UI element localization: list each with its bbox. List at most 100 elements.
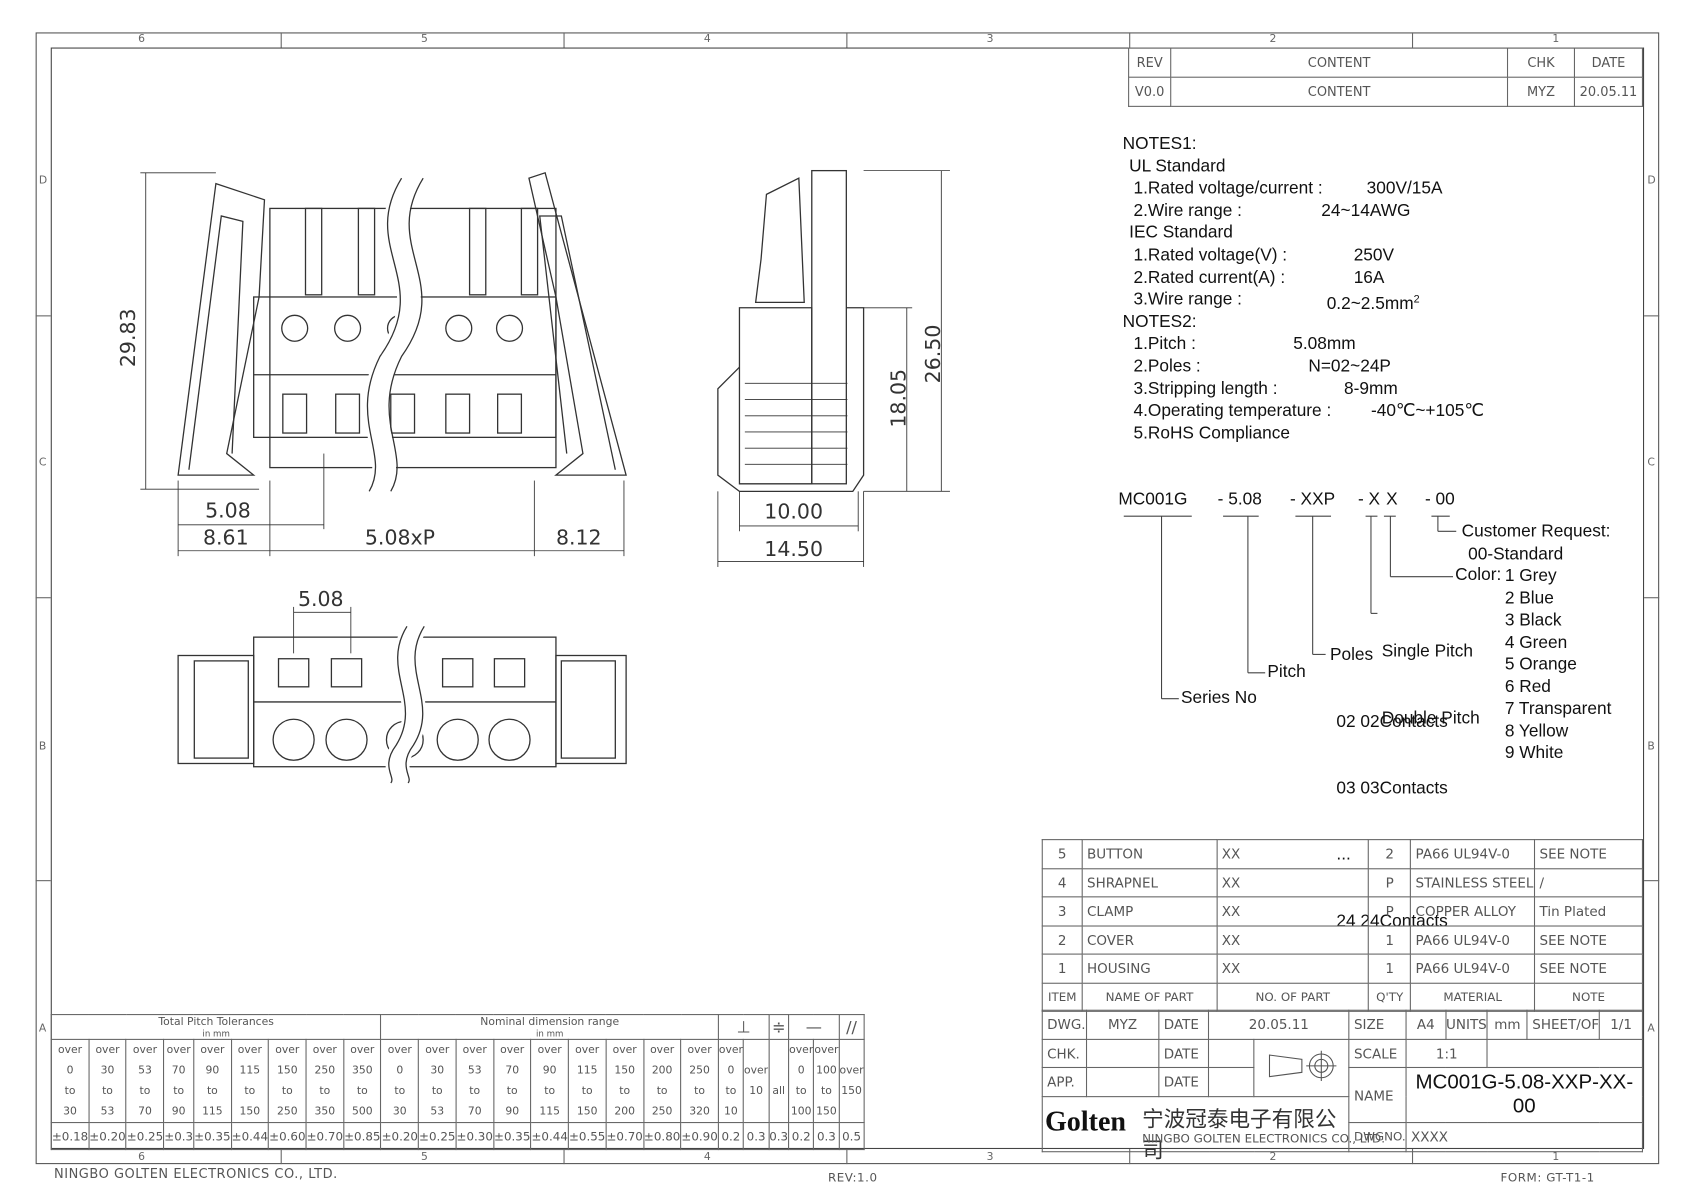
note-line: 5.RoHS Compliance	[1133, 424, 1290, 443]
bom-cell: XX	[1216, 896, 1370, 927]
range-text: 350	[351, 1064, 373, 1077]
content-value: CONTENT	[1170, 76, 1509, 107]
bom-cell: CLAMP	[1081, 896, 1218, 927]
range-text: to	[206, 1085, 218, 1098]
note-value: 300V/15A	[1366, 179, 1443, 198]
range-text: 30	[392, 1105, 407, 1118]
bom-cell: XX	[1216, 839, 1370, 869]
bom-cell: SEE NOTE	[1534, 839, 1643, 869]
tpt-title: Total Pitch Tolerances	[158, 1016, 274, 1029]
note-label: 2.Poles :	[1133, 357, 1201, 376]
zone-divider	[1129, 1149, 1131, 1165]
range-text: 500	[351, 1105, 373, 1118]
range-text: 250	[689, 1064, 710, 1077]
nom-title: Nominal dimension range	[480, 1016, 620, 1029]
range-text: over	[425, 1044, 450, 1057]
code-color: X	[1386, 490, 1398, 509]
tolerance-value: ±0.55	[567, 1122, 607, 1151]
company-name-en: NINGBO GOLTEN ELECTRONICS CO., LTD.	[1142, 1131, 1385, 1146]
code-poles: - XXP	[1290, 490, 1336, 509]
bottom-view	[177, 620, 627, 792]
bom-cell: COVER	[1081, 924, 1218, 955]
range-text	[840, 1040, 864, 1061]
tolerance-value: ±0.20	[88, 1122, 127, 1151]
footer-form: FORM: GT-T1-1	[1500, 1170, 1595, 1185]
range-text: to	[64, 1085, 76, 1098]
part-code-breakdown: MC001G - 5.08 - XXP - X X - 00 Series No…	[1118, 490, 1636, 930]
range-text: 10	[724, 1105, 738, 1118]
bom-cell: 2	[1368, 839, 1412, 869]
size-label: SIZE	[1348, 1009, 1407, 1040]
front-view	[177, 171, 627, 498]
zone-label-row: A	[1647, 1022, 1655, 1035]
notes1-title: NOTES1:	[1122, 134, 1197, 154]
dim-side-h1: 18.05	[887, 368, 912, 428]
zone-divider	[563, 32, 565, 48]
range-text: to	[173, 1085, 185, 1098]
bom-header: NOTE	[1534, 982, 1643, 1012]
range-text: over	[132, 1044, 158, 1057]
bom-cell: /	[1534, 867, 1643, 898]
chk-row: CHK. DATE SCALE 1:1	[1041, 1038, 1643, 1097]
note-line: 1.Rated voltage/current :300V/15A	[1123, 178, 1442, 200]
zone-divider	[563, 1149, 565, 1165]
range-text: to	[431, 1085, 443, 1098]
double-pitch-label: Double Pitch	[1381, 708, 1480, 728]
bom-cell: PA66 UL94V-0	[1410, 953, 1536, 984]
range-text: over	[500, 1044, 525, 1057]
range-text: to	[694, 1085, 706, 1098]
zone-label-column: 1	[1552, 33, 1560, 46]
scale-blank	[1486, 1038, 1643, 1069]
tolerance-value: 0.3	[768, 1122, 790, 1151]
zone-label-column: 5	[421, 1151, 428, 1164]
range-text: 150	[239, 1105, 261, 1118]
range-text: 200	[614, 1105, 635, 1118]
zone-label-row: B	[38, 740, 47, 753]
zone-divider	[280, 32, 282, 48]
range-text: over	[687, 1044, 712, 1057]
color-option: 9 White	[1504, 744, 1564, 763]
single-pitch-label: Single Pitch	[1381, 642, 1473, 661]
note-label: 3.Stripping length :	[1133, 379, 1278, 398]
notes2-title: NOTES2:	[1122, 312, 1197, 332]
dwgno-label: DWGNO.	[1348, 1122, 1407, 1152]
chk-date	[1207, 1038, 1255, 1069]
golten-logo: Golten	[1044, 1105, 1127, 1137]
company-block: Golten 宁波冠泰电子有限公司 NINGBO GOLTEN ELECTRON…	[1041, 1095, 1385, 1163]
color-option: 8 Yellow	[1504, 721, 1569, 741]
dwgno-row: DWGNO. XXXX	[1042, 1122, 1643, 1152]
range-text: 90	[542, 1064, 557, 1077]
range-text: 100	[816, 1064, 837, 1077]
range-text: over	[789, 1044, 814, 1057]
customer-request-label: Customer Request:	[1461, 522, 1611, 542]
zone-divider	[846, 1149, 848, 1165]
zone-divider	[35, 880, 51, 882]
dim-side-w2: 14.50	[764, 537, 824, 562]
code-pitch: - 5.08	[1217, 490, 1262, 509]
range-text: 53	[138, 1064, 152, 1077]
code-custom: - 00	[1424, 490, 1455, 509]
pitch-type-list: Single Pitch Double Pitch	[1382, 597, 1480, 774]
color-option: 5 Orange	[1504, 655, 1577, 674]
range-text: over	[275, 1044, 300, 1057]
bom-cell: STAINLESS STEEL	[1410, 867, 1536, 898]
range-text: to	[281, 1085, 293, 1098]
range-text: 70	[171, 1064, 186, 1077]
iec-standard-title: IEC Standard	[1129, 223, 1233, 243]
tolerance-value: ±0.70	[305, 1122, 345, 1151]
range-text: over	[814, 1044, 839, 1057]
